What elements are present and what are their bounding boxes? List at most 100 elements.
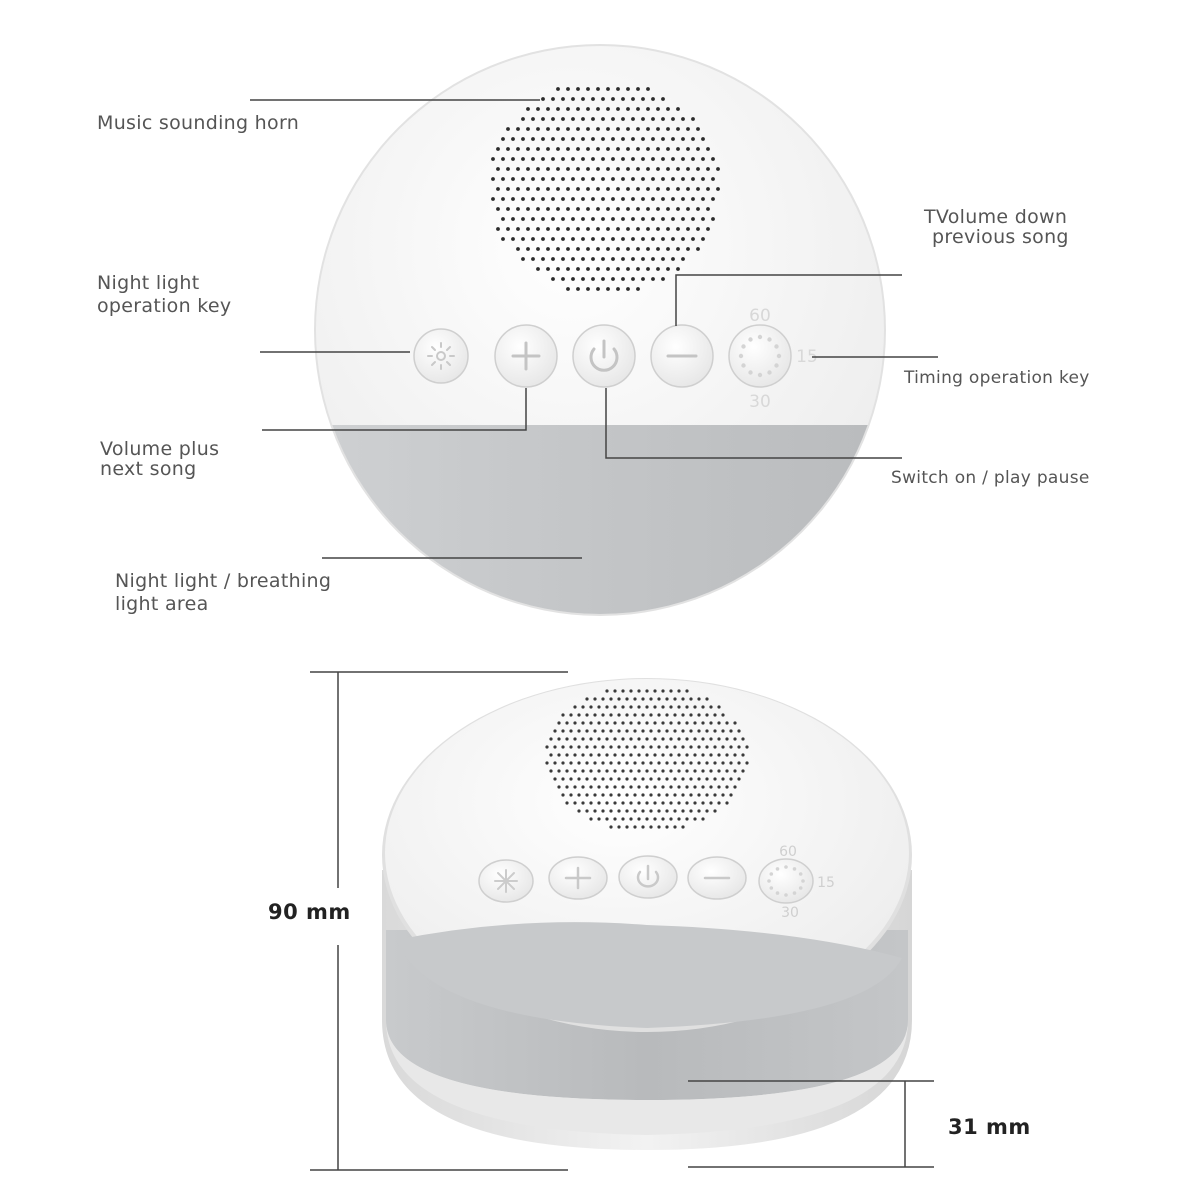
timer-dot bbox=[776, 353, 782, 359]
side-minus-button[interactable] bbox=[687, 856, 747, 900]
grill-hole bbox=[701, 705, 705, 709]
grill-hole bbox=[551, 157, 555, 161]
grill-hole bbox=[611, 277, 615, 281]
grill-hole bbox=[566, 207, 570, 211]
side-power-button[interactable] bbox=[618, 855, 678, 899]
grill-hole bbox=[611, 157, 615, 161]
grill-hole bbox=[597, 753, 601, 757]
grill-hole bbox=[569, 777, 573, 781]
grill-hole bbox=[636, 227, 640, 231]
power-button[interactable] bbox=[572, 324, 636, 388]
timer-dot bbox=[757, 372, 763, 378]
grill-hole bbox=[681, 197, 685, 201]
grill-hole bbox=[701, 817, 705, 821]
grill-hole bbox=[601, 237, 605, 241]
grill-hole bbox=[496, 147, 500, 151]
grill-hole bbox=[606, 107, 610, 111]
grill-hole bbox=[605, 801, 609, 805]
side-timer-button[interactable] bbox=[758, 858, 814, 904]
grill-hole bbox=[625, 729, 629, 733]
grill-hole bbox=[737, 745, 741, 749]
timer-dot bbox=[769, 886, 774, 890]
side-timer-mark-15: 15 bbox=[817, 875, 835, 891]
grill-hole bbox=[637, 785, 641, 789]
grill-hole bbox=[697, 761, 701, 765]
grill-hole bbox=[646, 147, 650, 151]
grill-hole bbox=[661, 817, 665, 821]
timer-button[interactable] bbox=[728, 324, 792, 388]
volume-plus-button[interactable] bbox=[494, 324, 558, 388]
grill-hole bbox=[729, 745, 733, 749]
grill-hole bbox=[566, 107, 570, 111]
grill-hole bbox=[666, 187, 670, 191]
grill-hole bbox=[681, 217, 685, 221]
grill-hole bbox=[605, 705, 609, 709]
grill-hole bbox=[621, 137, 625, 141]
grill-hole bbox=[649, 761, 653, 765]
grill-hole bbox=[601, 197, 605, 201]
side-night-light-button[interactable] bbox=[478, 859, 534, 903]
grill-hole bbox=[676, 147, 680, 151]
grill-hole bbox=[597, 769, 601, 773]
grill-hole bbox=[649, 809, 653, 813]
grill-hole bbox=[661, 157, 665, 161]
grill-hole bbox=[706, 207, 710, 211]
grill-hole bbox=[617, 793, 621, 797]
side-timer-mark-30: 30 bbox=[781, 905, 799, 921]
grill-hole bbox=[666, 227, 670, 231]
grill-hole bbox=[616, 127, 620, 131]
grill-hole bbox=[661, 721, 665, 725]
grill-hole bbox=[521, 217, 525, 221]
grill-hole bbox=[636, 87, 640, 91]
grill-hole bbox=[557, 737, 561, 741]
grill-hole bbox=[661, 737, 665, 741]
grill-hole bbox=[516, 147, 520, 151]
grill-hole bbox=[597, 817, 601, 821]
grill-hole bbox=[701, 237, 705, 241]
grill-hole bbox=[713, 713, 717, 717]
timer-dot bbox=[801, 879, 805, 883]
grill-hole bbox=[591, 217, 595, 221]
grill-hole bbox=[545, 745, 549, 749]
grill-hole bbox=[633, 777, 637, 781]
grill-hole bbox=[553, 761, 557, 765]
grill-hole bbox=[653, 689, 657, 693]
grill-hole bbox=[585, 713, 589, 717]
grill-hole bbox=[721, 777, 725, 781]
grill-hole bbox=[691, 197, 695, 201]
grill-hole bbox=[653, 737, 657, 741]
grill-hole bbox=[665, 825, 669, 829]
grill-hole bbox=[717, 737, 721, 741]
grill-hole bbox=[609, 697, 613, 701]
grill-hole bbox=[629, 769, 633, 773]
grill-hole bbox=[637, 721, 641, 725]
grill-hole bbox=[581, 785, 585, 789]
side-plus-button[interactable] bbox=[548, 856, 608, 900]
grill-hole bbox=[565, 721, 569, 725]
grill-hole bbox=[577, 713, 581, 717]
grill-hole bbox=[666, 207, 670, 211]
grill-hole bbox=[506, 167, 510, 171]
grill-hole bbox=[689, 697, 693, 701]
grill-hole bbox=[701, 137, 705, 141]
grill-hole bbox=[686, 207, 690, 211]
grill-hole bbox=[516, 207, 520, 211]
grill-hole bbox=[633, 729, 637, 733]
grill-hole bbox=[693, 753, 697, 757]
volume-minus-button[interactable] bbox=[650, 324, 714, 388]
night-light-button[interactable] bbox=[413, 328, 469, 384]
grill-hole bbox=[641, 729, 645, 733]
grill-hole bbox=[649, 825, 653, 829]
grill-hole bbox=[569, 745, 573, 749]
timer-dot bbox=[784, 865, 788, 869]
grill-hole bbox=[665, 793, 669, 797]
grill-hole bbox=[601, 809, 605, 813]
grill-hole bbox=[526, 187, 530, 191]
grill-hole bbox=[677, 721, 681, 725]
grill-hole bbox=[611, 117, 615, 121]
grill-hole bbox=[611, 217, 615, 221]
grill-hole bbox=[645, 689, 649, 693]
grill-hole bbox=[641, 237, 645, 241]
grill-hole bbox=[561, 217, 565, 221]
grill-hole bbox=[673, 745, 677, 749]
